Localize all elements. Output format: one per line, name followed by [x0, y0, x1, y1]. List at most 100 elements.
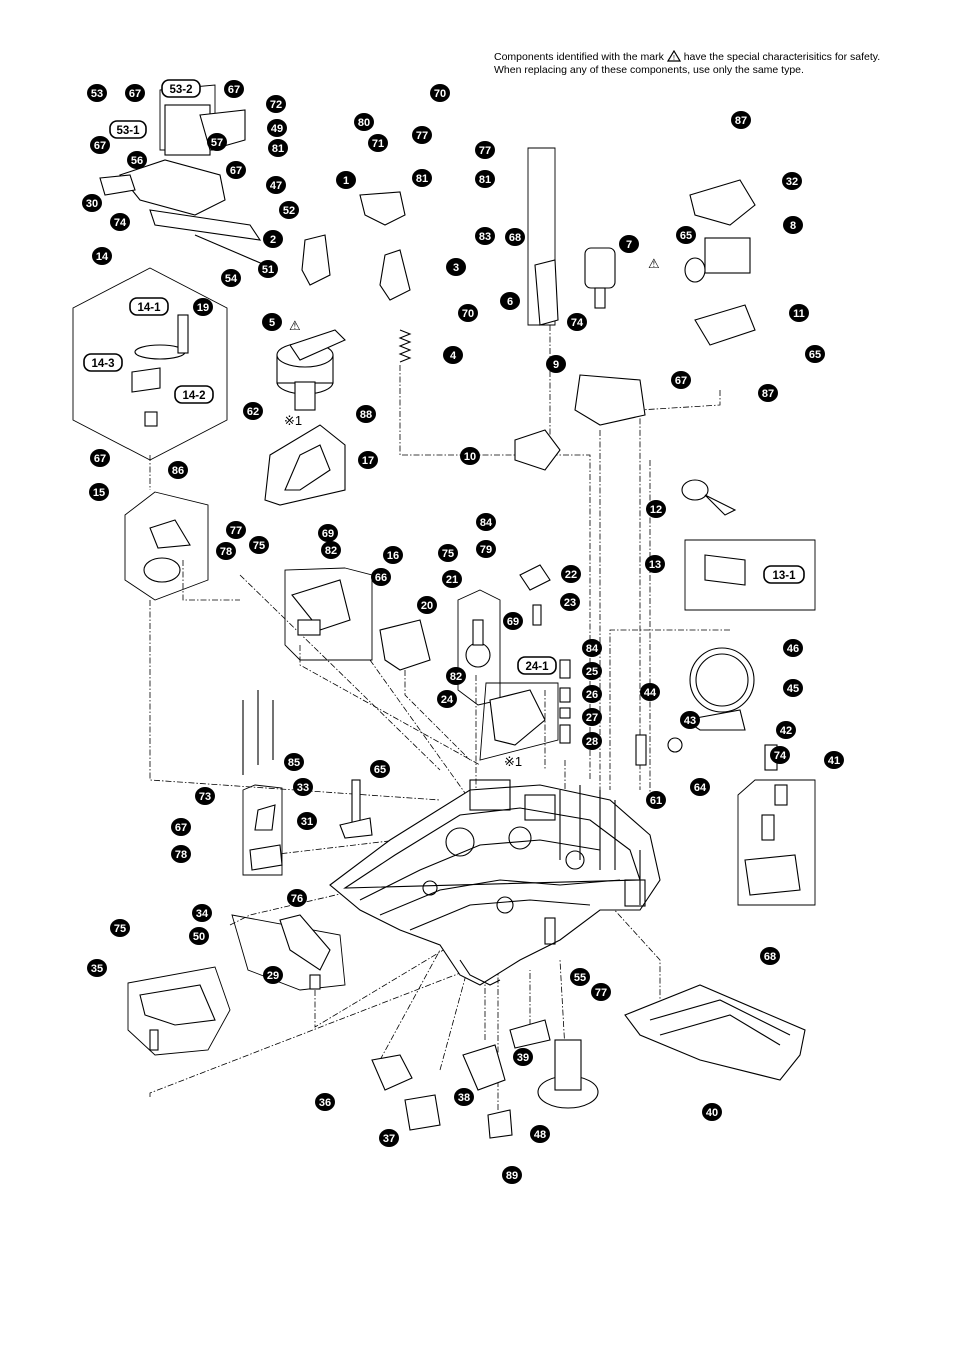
- callout-68: 68: [505, 228, 525, 246]
- callout-28: 28: [582, 732, 602, 750]
- boxed-label-53-2: 53-2: [161, 79, 201, 98]
- callout-number: 37: [383, 1133, 395, 1145]
- safety-mark-5: ⚠: [289, 318, 301, 333]
- callout-number: 20: [421, 600, 433, 612]
- callout-52: 52: [279, 201, 299, 219]
- boxed-label-text: 53-2: [169, 84, 192, 96]
- callout-oval: [370, 760, 390, 778]
- reference-marks: ※1 ※1 ⚠ ⚠: [284, 256, 660, 769]
- callout-oval: [503, 612, 523, 630]
- callout-number: 17: [362, 455, 374, 467]
- callout-number: 5: [269, 317, 275, 329]
- callout-number: 50: [193, 931, 205, 943]
- callout-34: 34: [192, 904, 212, 922]
- callout-6: 6: [500, 292, 520, 310]
- callout-75: 75: [110, 919, 130, 937]
- callout-48: 48: [530, 1125, 550, 1143]
- callout-oval: [500, 292, 520, 310]
- callout-number: 64: [694, 782, 707, 794]
- callout-68: 68: [760, 947, 780, 965]
- callout-oval: [318, 524, 338, 542]
- safety-note: Components identified with the mark ! ha…: [494, 50, 914, 77]
- callout-number: 11: [793, 308, 805, 320]
- callout-number: 48: [534, 1129, 546, 1141]
- callout-number: 77: [230, 525, 242, 537]
- callout-number: 28: [586, 736, 598, 748]
- callout-number: 71: [372, 138, 384, 150]
- group-14-outline: [72, 267, 228, 461]
- callout-50: 50: [189, 927, 209, 945]
- callout-number: 29: [267, 970, 279, 982]
- callout-85: 85: [284, 753, 304, 771]
- callout-67: 67: [125, 84, 145, 102]
- callout-31: 31: [297, 812, 317, 830]
- callout-oval: [430, 84, 450, 102]
- boxed-label-53-1: 53-1: [109, 120, 147, 139]
- callout-53: 53: [87, 84, 107, 102]
- callout-oval: [443, 346, 463, 364]
- callout-75: 75: [438, 544, 458, 562]
- callout-67: 67: [90, 136, 110, 154]
- callout-number: 81: [416, 173, 428, 185]
- callout-oval: [475, 170, 495, 188]
- callout-oval: [263, 966, 283, 984]
- callout-oval: [824, 751, 844, 769]
- callout-oval: [731, 111, 751, 129]
- callout-number: 49: [271, 123, 283, 135]
- callout-65: 65: [805, 345, 825, 363]
- callout-oval: [110, 213, 130, 231]
- reference-mark-a: ※1: [284, 413, 302, 428]
- callout-number: 68: [764, 951, 776, 963]
- callout-number: 84: [480, 517, 493, 529]
- callout-83: 83: [475, 227, 495, 245]
- callout-number: 65: [374, 764, 386, 776]
- callout-80: 80: [354, 113, 374, 131]
- callout-number: 22: [565, 569, 577, 581]
- callout-number: 32: [786, 176, 798, 188]
- callout-77: 77: [226, 521, 246, 539]
- callout-29: 29: [263, 966, 283, 984]
- callout-number: 87: [762, 388, 774, 400]
- callout-oval: [195, 787, 215, 805]
- callout-oval: [383, 546, 403, 564]
- callout-49: 49: [267, 119, 287, 137]
- callout-oval: [505, 228, 525, 246]
- callout-47: 47: [266, 176, 286, 194]
- callout-41: 41: [824, 751, 844, 769]
- callout-number: 9: [553, 359, 559, 371]
- callout-oval: [171, 818, 191, 836]
- callout-oval: [125, 84, 145, 102]
- callout-number: 80: [358, 117, 370, 129]
- callout-oval: [216, 542, 236, 560]
- callout-43: 43: [680, 711, 700, 729]
- callout-number: 3: [453, 262, 459, 274]
- callout-10: 10: [460, 447, 480, 465]
- callout-79: 79: [476, 540, 496, 558]
- callout-number: 35: [91, 963, 103, 975]
- callout-oval: [758, 384, 778, 402]
- callout-3: 3: [446, 258, 466, 276]
- callout-oval: [89, 483, 109, 501]
- callout-87: 87: [731, 111, 751, 129]
- boxed-label-text: 14-2: [182, 390, 205, 402]
- callout-oval: [82, 194, 102, 212]
- callout-oval: [127, 151, 147, 169]
- callout-26: 26: [582, 685, 602, 703]
- callout-oval: [646, 500, 666, 518]
- callout-73: 73: [195, 787, 215, 805]
- callout-number: 62: [247, 406, 259, 418]
- callout-oval: [268, 139, 288, 157]
- callout-71: 71: [368, 134, 388, 152]
- callout-number: 61: [650, 795, 662, 807]
- boxed-label-text: 14-3: [91, 358, 114, 370]
- callout-oval: [475, 227, 495, 245]
- callout-number: 78: [175, 849, 187, 861]
- callout-87: 87: [758, 384, 778, 402]
- callout-oval: [171, 845, 191, 863]
- callout-number: 67: [94, 453, 106, 465]
- callout-oval: [336, 171, 356, 189]
- callout-oval: [263, 230, 283, 248]
- callout-86: 86: [168, 461, 188, 479]
